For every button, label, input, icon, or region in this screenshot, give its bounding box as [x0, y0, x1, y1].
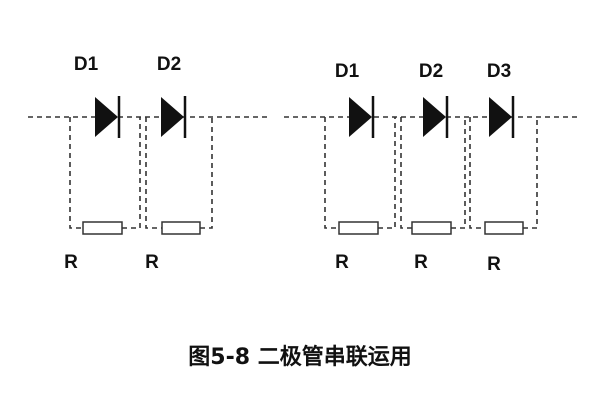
resistor-loop-2 — [400, 117, 466, 235]
resistor-loop-1 — [324, 117, 396, 235]
resistor — [411, 221, 452, 235]
diode-d1 — [349, 96, 375, 138]
diode-d3 — [489, 96, 515, 138]
diode-label-d3: D3 — [487, 61, 511, 82]
diode-triangle — [489, 97, 512, 137]
diode-triangle — [349, 97, 372, 137]
resistor-label-r1: R — [64, 252, 78, 273]
left-circuit: D1 D2 R R — [28, 54, 268, 273]
resistor-label-r1: R — [335, 252, 349, 273]
resistor — [338, 221, 379, 235]
diode-d1 — [95, 96, 121, 138]
diode-d2 — [423, 96, 449, 138]
diode-d2 — [161, 96, 187, 138]
diode-label-d1: D1 — [335, 61, 360, 82]
resistor-label-r2: R — [145, 252, 159, 273]
right-circuit: D1 D2 D3 R R R — [284, 61, 580, 275]
diode-triangle — [95, 97, 118, 137]
diode-triangle — [423, 97, 446, 137]
resistor-loop-3 — [469, 117, 538, 235]
diode-label-d2: D2 — [419, 61, 443, 82]
resistor-label-r2: R — [414, 252, 428, 273]
diode-label-d1: D1 — [74, 54, 99, 75]
resistor-label-r3: R — [487, 254, 501, 275]
resistor-loop-1 — [69, 117, 141, 235]
resistor — [484, 221, 524, 235]
resistor — [161, 221, 201, 235]
resistor — [82, 221, 123, 235]
diode-label-d2: D2 — [157, 54, 181, 75]
diode-triangle — [161, 97, 184, 137]
figure-caption: 图5-8 二极管串联运用 — [188, 344, 411, 370]
resistor-loop-2 — [145, 117, 213, 235]
